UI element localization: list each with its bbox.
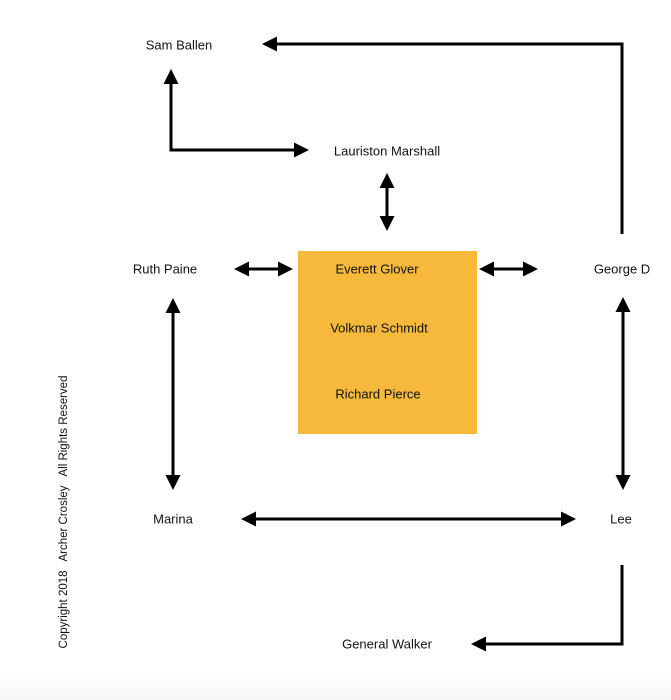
arrow-lee-to-walker	[471, 565, 624, 652]
node-ruth-paine: Ruth Paine	[132, 261, 198, 277]
copyright-notice: Copyright 2018 Archer Crosley All Rights…	[58, 375, 70, 649]
node-general-walker: General Walker	[342, 636, 432, 652]
arrow-george-to-sam	[262, 36, 624, 234]
node-lauriston-marshall: Lauriston Marshall	[333, 143, 441, 159]
group-box	[298, 251, 477, 434]
node-sam-ballen: Sam Ballen	[145, 37, 213, 53]
group-member-volkmar-schmidt: Volkmar Schmidt	[330, 320, 428, 336]
node-george-d: George D	[593, 261, 651, 277]
node-marina: Marina	[153, 511, 193, 527]
arrow-sam-to-lauriston	[163, 69, 309, 158]
group-member-everett-glover: Everett Glover	[335, 261, 419, 277]
group-member-richard-pierce: Richard Pierce	[335, 386, 421, 402]
node-lee: Lee	[610, 511, 632, 527]
